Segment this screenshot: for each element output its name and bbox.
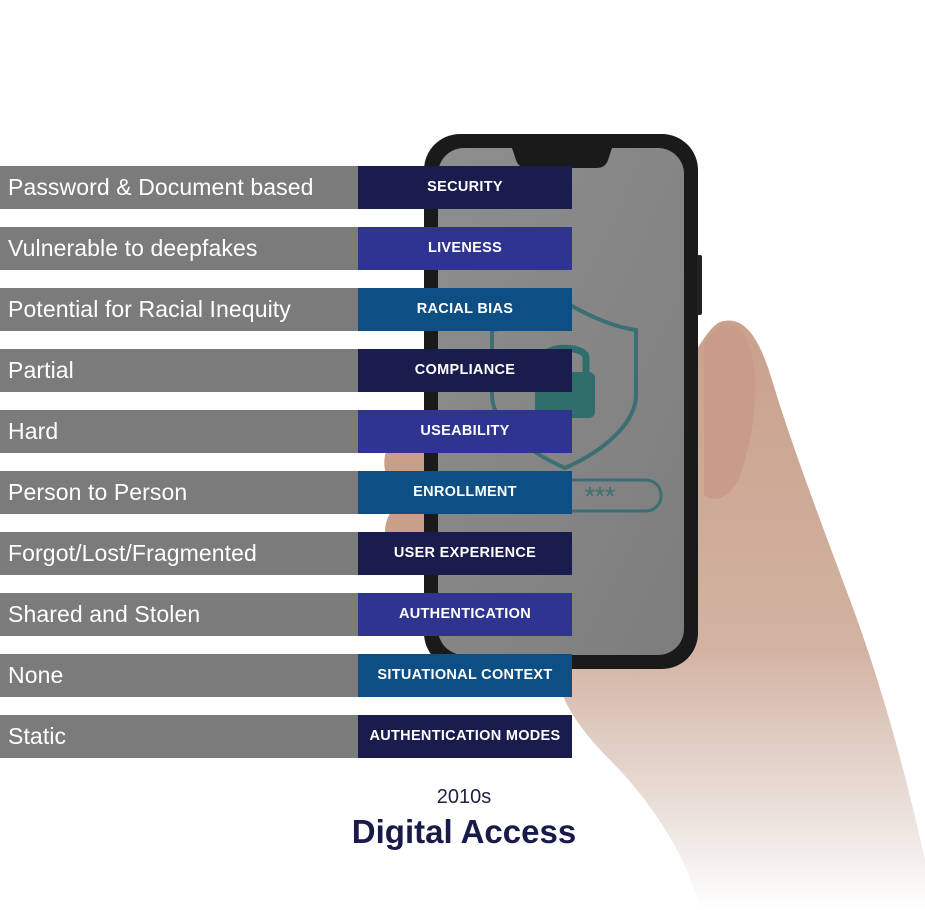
row-category-tag: RACIAL BIAS — [358, 288, 572, 331]
row-category-tag: LIVENESS — [358, 227, 572, 270]
row-value: Password & Document based — [0, 166, 358, 209]
row-value: None — [0, 654, 358, 697]
row-category-tag: USEABILITY — [358, 410, 572, 453]
row-value: Partial — [0, 349, 358, 392]
era-label: 2010s — [436, 786, 492, 808]
row-category-tag: SECURITY — [358, 166, 572, 209]
row-category-tag: ENROLLMENT — [358, 471, 572, 514]
row-category-tag: AUTHENTICATION — [358, 593, 572, 636]
row-category-tag: USER EXPERIENCE — [358, 532, 572, 575]
row-category-tag: SITUATIONAL CONTEXT — [358, 654, 572, 697]
row-value: Potential for Racial Inequity — [0, 288, 358, 331]
row-value: Shared and Stolen — [0, 593, 358, 636]
row-value: Hard — [0, 410, 358, 453]
era-title: Digital Access — [351, 813, 577, 850]
row-category-tag: COMPLIANCE — [358, 349, 572, 392]
row-value: Vulnerable to deepfakes — [0, 227, 358, 270]
row-value: Static — [0, 715, 358, 758]
svg-text:***: *** — [585, 481, 615, 511]
row-value: Person to Person — [0, 471, 358, 514]
row-category-tag: AUTHENTICATION MODES — [358, 715, 572, 758]
row-value: Forgot/Lost/Fragmented — [0, 532, 358, 575]
